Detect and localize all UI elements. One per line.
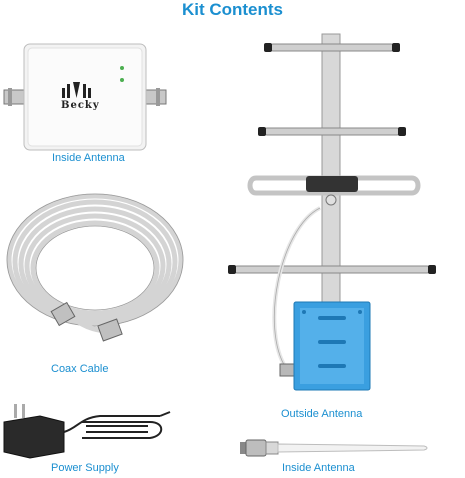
- power-supply-image: [3, 404, 171, 459]
- inside-antenna-caption: Inside Antenna: [52, 152, 125, 164]
- page-title: Kit Contents: [181, 0, 284, 19]
- whip-antenna-caption: Inside Antenna: [282, 462, 355, 474]
- signal-booster-image: [3, 43, 167, 151]
- booster-logo-text: Becky: [61, 100, 100, 111]
- power-supply-caption: Power Supply: [51, 462, 119, 474]
- yagi-antenna-image: [228, 33, 436, 391]
- whip-antenna-image: [240, 439, 428, 457]
- coax-cable-image: [6, 193, 184, 342]
- coax-cable-caption: Coax Cable: [51, 363, 109, 375]
- outside-antenna-caption: Outside Antenna: [281, 408, 363, 420]
